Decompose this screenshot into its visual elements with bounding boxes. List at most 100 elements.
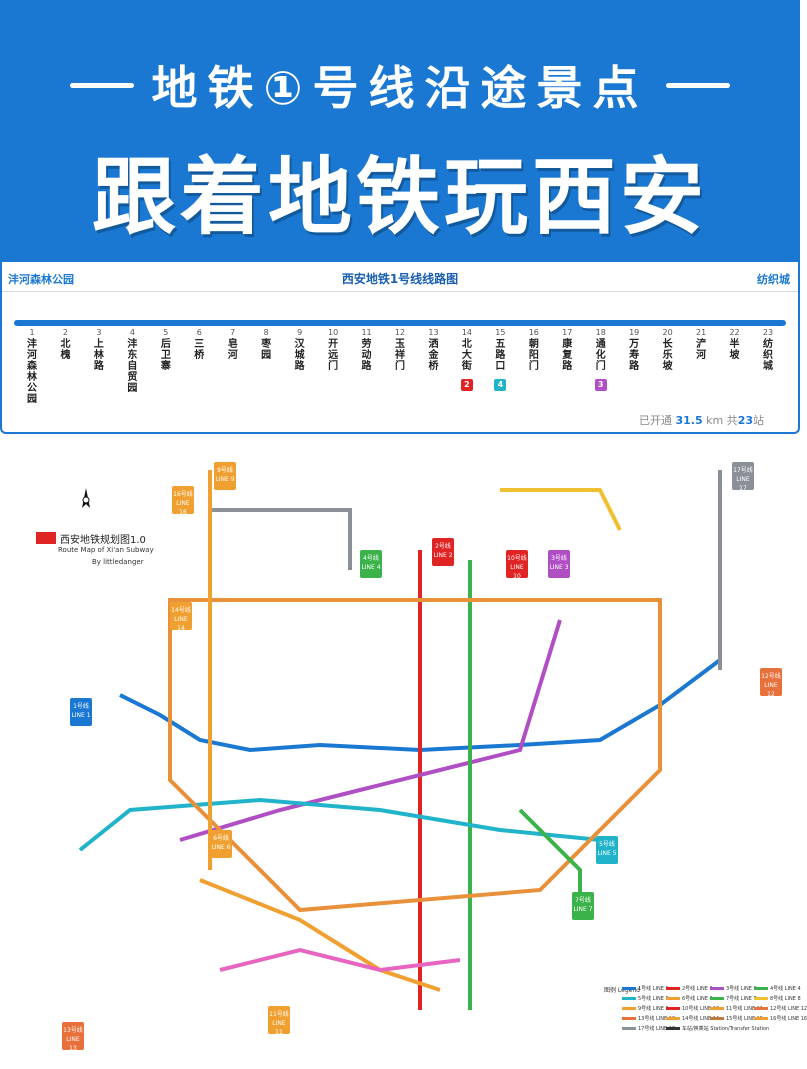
legend-text: 7号线 LINE 7 bbox=[726, 996, 757, 1002]
map-line-10 bbox=[500, 488, 622, 531]
legend-swatch bbox=[754, 1007, 768, 1010]
legend-item: 6号线 LINE 6 bbox=[666, 995, 713, 1002]
station-name: 皂河 bbox=[227, 339, 238, 361]
subtitle-dash-left bbox=[69, 82, 134, 88]
line-tag: 12号线 LINE 12 bbox=[760, 668, 782, 698]
map-line-1 bbox=[119, 658, 722, 753]
legend-item: 15号线 LINE 15 bbox=[710, 1015, 763, 1022]
station-number: 2 bbox=[62, 328, 68, 337]
station-number: 17 bbox=[562, 328, 573, 337]
station-name: 开远门 bbox=[328, 339, 339, 372]
legend-text: 9号线 LINE 9 bbox=[638, 1006, 669, 1012]
legend-swatch bbox=[666, 987, 680, 990]
legend-text: 11号线 LINE 11 bbox=[726, 1006, 764, 1012]
station-name: 枣园 bbox=[261, 339, 272, 361]
station-number: 13 bbox=[428, 328, 439, 337]
station-number: 12 bbox=[394, 328, 406, 337]
legend-swatch bbox=[710, 1017, 724, 1020]
banner-subtitle: 地铁①号线沿途景点 bbox=[151, 61, 649, 115]
legend-text: 13号线 LINE 13 bbox=[638, 1016, 676, 1022]
station-name: 玉祥门 bbox=[395, 339, 405, 372]
map-line-3 bbox=[179, 619, 562, 842]
metro-logo-icon bbox=[36, 532, 56, 544]
legend-text: 17号线 LINE 17 bbox=[638, 1026, 676, 1032]
legend-text: 车站/换乘站 Station/Transfer Station bbox=[682, 1026, 770, 1032]
station-name: 三桥 bbox=[194, 339, 205, 361]
map-author: By littledanger bbox=[92, 558, 144, 566]
map-line-9 bbox=[219, 947, 461, 973]
station-number: 21 bbox=[695, 328, 707, 337]
legend-item: 4号线 LINE 4 bbox=[754, 985, 801, 992]
legend-item: 3号线 LINE 3 bbox=[710, 985, 757, 992]
line-tag: 4号线 LINE 4 bbox=[360, 550, 382, 578]
station-name: 康复路 bbox=[562, 339, 573, 372]
station-number: 8 bbox=[263, 328, 269, 337]
line-tag: 16号线 LINE 16 bbox=[172, 486, 194, 516]
map-line-ring bbox=[168, 598, 662, 913]
legend-swatch bbox=[666, 1027, 680, 1030]
station-number: 6 bbox=[196, 328, 202, 337]
subtitle-row: 地铁①号线沿途景点 bbox=[0, 52, 800, 118]
station-number: 7 bbox=[230, 328, 236, 337]
legend-text: 10号线 LINE 10 bbox=[682, 1006, 720, 1012]
line-tag: 14号线 LINE 14 bbox=[170, 602, 192, 632]
summary-count: 23 bbox=[737, 414, 753, 427]
map-line-5 bbox=[78, 797, 601, 852]
station-name: 浐河 bbox=[696, 339, 707, 361]
station-10: 10 开远门 bbox=[317, 328, 349, 372]
north-arrow-icon bbox=[72, 486, 100, 514]
legend-item: 5号线 LINE 5 bbox=[622, 995, 669, 1002]
station-number: 14 bbox=[461, 328, 472, 337]
station-number: 4 bbox=[129, 328, 135, 337]
legend-item: 11号线 LINE 11 bbox=[710, 1005, 763, 1012]
line-tag: 6号线 LINE 6 bbox=[210, 830, 232, 858]
station-number: 9 bbox=[297, 328, 303, 337]
line-tag: 7号线 LINE 7 bbox=[572, 892, 594, 920]
legend-text: 2号线 LINE 2 bbox=[682, 986, 713, 992]
legend-swatch bbox=[622, 997, 636, 1000]
station-7: 7 皂河 bbox=[217, 328, 249, 361]
station-number: 10 bbox=[327, 328, 339, 337]
summary-suffix: 站 bbox=[753, 414, 764, 427]
line-tag: 1号线 LINE 1 bbox=[70, 698, 92, 726]
station-number: 23 bbox=[762, 328, 774, 337]
line-tag: 3号线 LINE 3 bbox=[548, 550, 570, 578]
route-header: 沣河森林公园 西安地铁1号线线路图 纺织城 bbox=[2, 262, 798, 292]
station-number: 18 bbox=[595, 328, 606, 337]
legend-text: 15号线 LINE 15 bbox=[726, 1016, 764, 1022]
station-name: 沣河森林公园 bbox=[27, 339, 37, 405]
legend-swatch bbox=[666, 1007, 680, 1010]
legend-swatch bbox=[666, 1017, 680, 1020]
station-12: 12 玉祥门 bbox=[384, 328, 416, 372]
station-name: 半坡 bbox=[729, 339, 740, 361]
legend-text: 5号线 LINE 5 bbox=[638, 996, 669, 1002]
map-title-block: 西安地铁规划图1.0 Route Map of Xi'an Subway By … bbox=[36, 532, 196, 572]
station-name: 后卫寨 bbox=[160, 339, 171, 372]
legend-text: 1号线 LINE 1 bbox=[638, 986, 669, 992]
route-summary: 已开通 31.5 km 共23站 bbox=[639, 412, 764, 428]
map-line-16 bbox=[210, 508, 352, 570]
route-line-bar bbox=[14, 320, 786, 326]
legend-text: 8号线 LINE 8 bbox=[770, 996, 801, 1002]
map-title-zh: 西安地铁规划图1.0 bbox=[60, 535, 146, 546]
station-name: 沣东自贸园 bbox=[127, 339, 138, 394]
station-4: 4 沣东自贸园 bbox=[116, 328, 148, 394]
legend-text: 4号线 LINE 4 bbox=[770, 986, 801, 992]
station-name: 上林路 bbox=[93, 339, 104, 372]
legend-swatch bbox=[622, 987, 636, 990]
summary-prefix: 已开通 bbox=[638, 414, 672, 427]
legend-swatch bbox=[622, 1007, 636, 1010]
legend-item: 1号线 LINE 1 bbox=[622, 985, 669, 992]
legend-item: 9号线 LINE 9 bbox=[622, 1005, 669, 1012]
station-number: 3 bbox=[96, 328, 102, 337]
